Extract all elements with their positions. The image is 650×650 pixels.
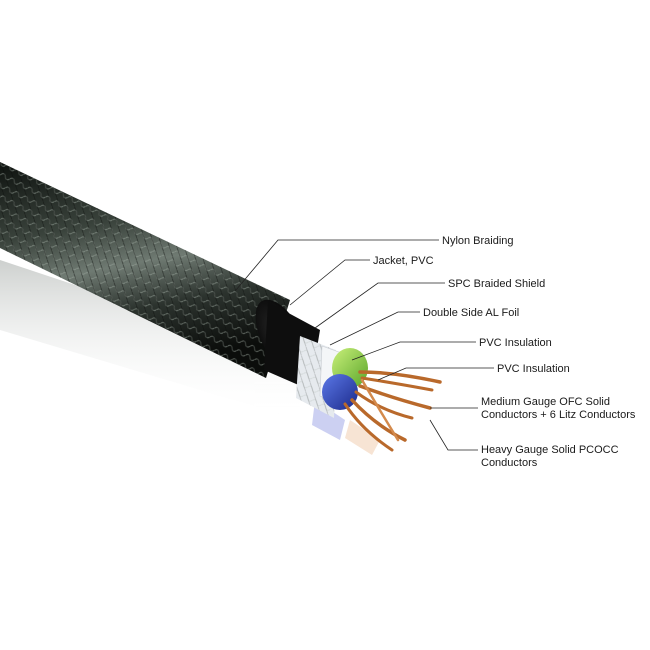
blue-insulation xyxy=(322,374,358,410)
callout-labels: Nylon Braiding Jacket, PVC SPC Braided S… xyxy=(373,235,636,469)
label-nylon-braiding: Nylon Braiding xyxy=(442,235,514,247)
label-pvc-insulation-1: PVC Insulation xyxy=(479,337,552,349)
label-medium-gauge-conductors: Medium Gauge OFC Solid Conductors + 6 Li… xyxy=(481,396,636,421)
label-double-side-al-foil: Double Side AL Foil xyxy=(423,307,519,319)
label-heavy-gauge-conductors: Heavy Gauge Solid PCOCC Conductors xyxy=(481,444,622,469)
label-jacket-pvc: Jacket, PVC xyxy=(373,255,434,267)
label-spc-braided-shield: SPC Braided Shield xyxy=(448,278,545,290)
label-pvc-insulation-2: PVC Insulation xyxy=(497,363,570,375)
